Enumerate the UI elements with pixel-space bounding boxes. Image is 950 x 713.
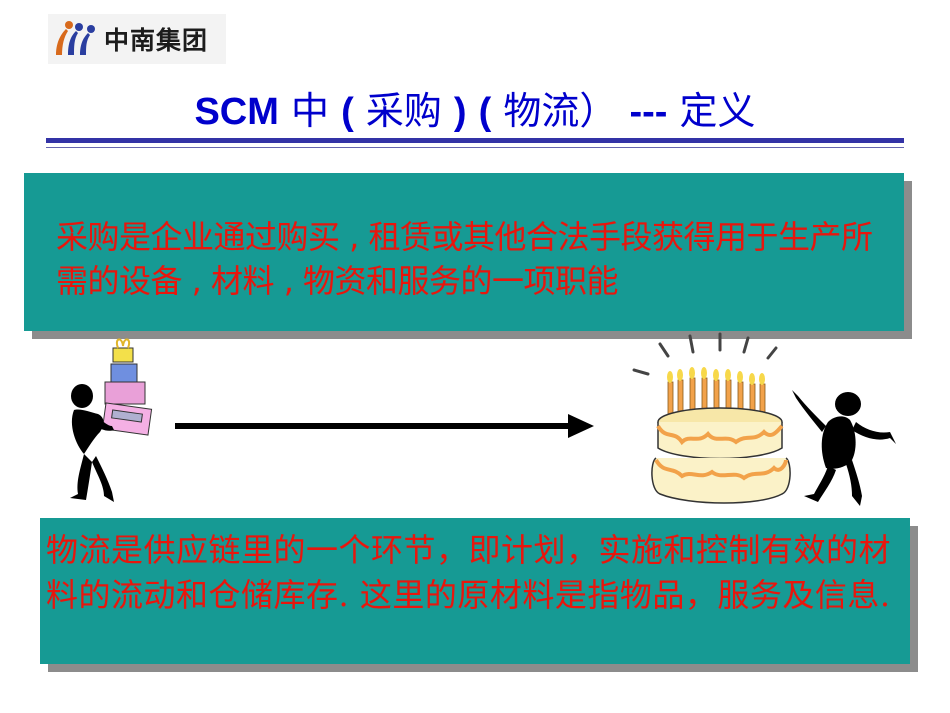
person-cheering-icon (792, 390, 896, 506)
company-name: 中南集团 (104, 26, 209, 55)
zhongnan-logo-icon (56, 21, 95, 55)
birthday-cake-icon (632, 332, 791, 504)
illustration (70, 332, 896, 506)
logistics-definition-box: 物流是供应链里的一个环节，即计划，实施和控制有效的材料的流动和仓储库存. 这里的… (40, 518, 910, 664)
logistics-definition-text: 物流是供应链里的一个环节，即计划，实施和控制有效的材料的流动和仓储库存. 这里的… (46, 531, 892, 614)
company-logo: 中南集团 (48, 14, 226, 64)
purchase-definition-box: 采购是企业通过购买 , 租赁或其他合法手段获得用于生产所需的设备 , 材料 , … (24, 173, 904, 331)
person-carrying-gifts-icon (70, 338, 153, 502)
title-divider-thick (46, 138, 904, 143)
title-divider-thin (46, 147, 904, 148)
page-title: SCM 中 ( 采购 ) ( 物流） --- 定义 (194, 89, 756, 133)
right-arrow-icon (175, 414, 594, 438)
purchase-definition-text: 采购是企业通过购买 , 租赁或其他合法手段获得用于生产所需的设备 , 材料 , … (56, 218, 873, 300)
